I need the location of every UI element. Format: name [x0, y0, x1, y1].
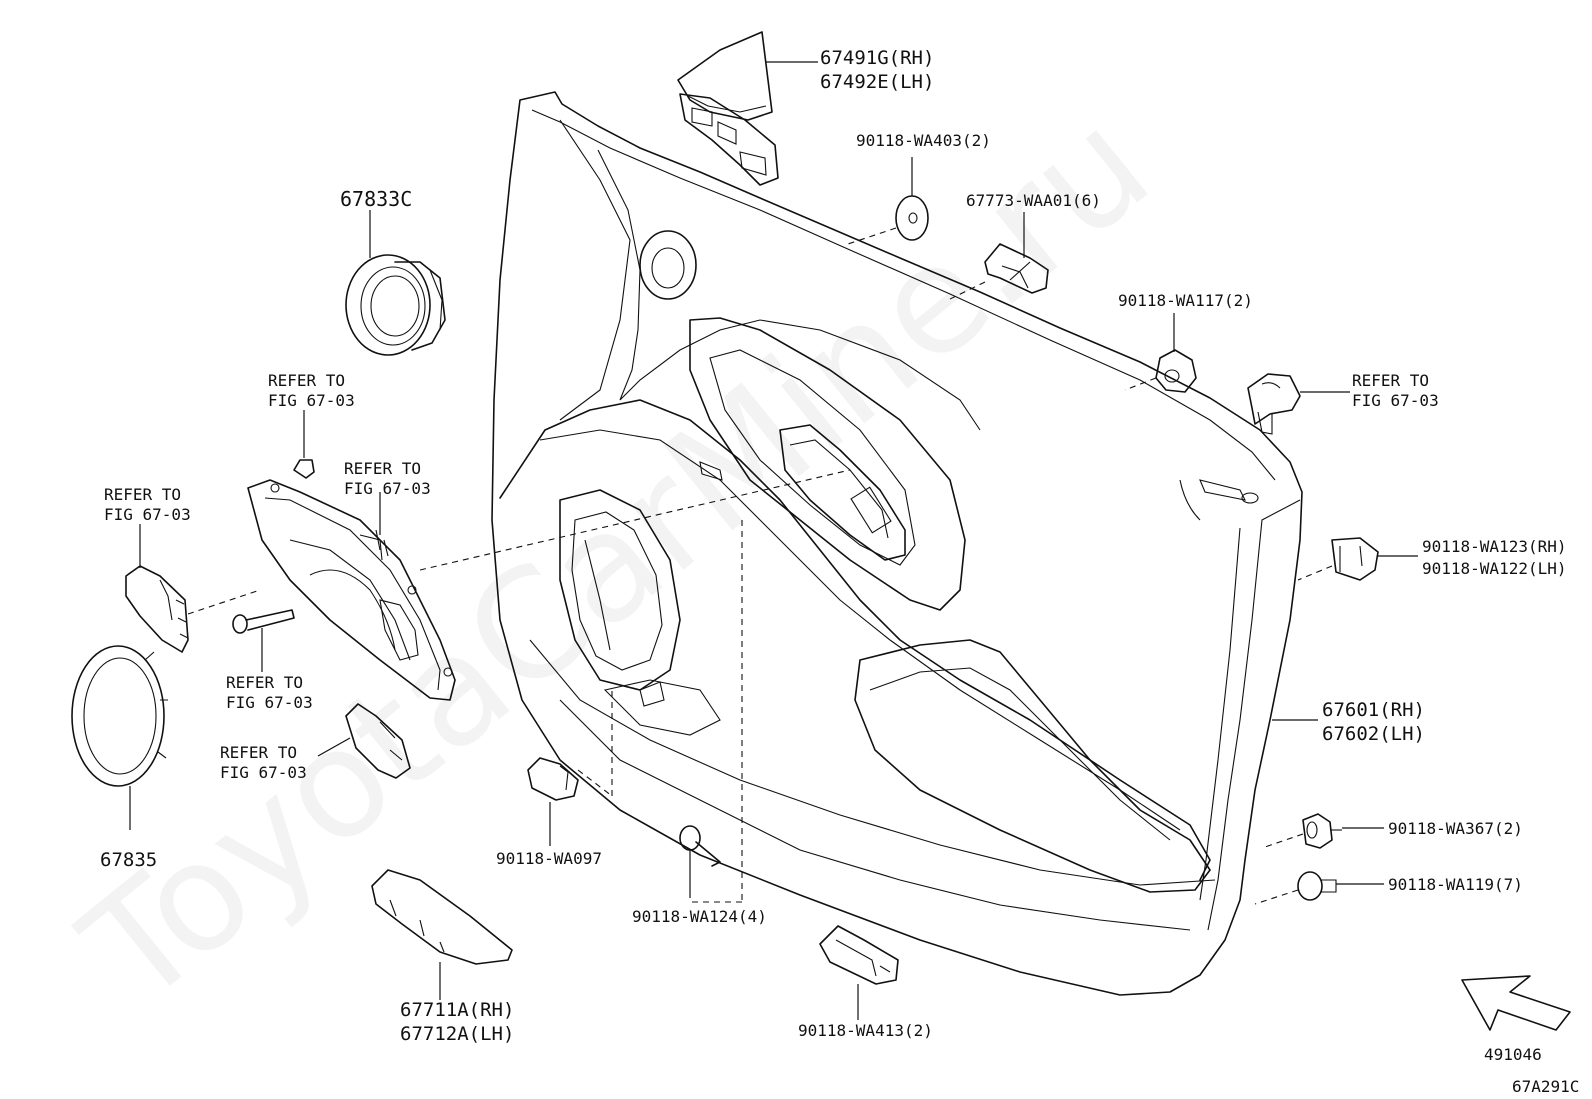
label-refer-far-left-1: REFER TO — [104, 485, 181, 504]
door-trim-panel — [491, 91, 1303, 996]
figure-code: 67A291C — [1512, 1077, 1579, 1096]
label-67712-lh: 67712A(LH) — [400, 1023, 514, 1045]
part-67491-garnish — [677, 31, 779, 186]
part-67773-clip — [984, 243, 1049, 294]
label-refer-cap-2: FIG 67-03 — [220, 763, 307, 782]
part-90118-wa367-clip — [1302, 813, 1342, 849]
label-90118-wa367: 90118-WA367(2) — [1388, 819, 1523, 838]
part-67835-grille-ring — [71, 645, 168, 787]
label-67491-rh: 67491G(RH) — [820, 47, 934, 69]
part-refer-screw — [232, 609, 295, 634]
part-90118-wa119-clip — [1297, 871, 1337, 901]
label-67833: 67833C — [340, 187, 412, 211]
part-refer-cap — [345, 703, 411, 779]
part-refer-far-left-cover — [125, 565, 189, 653]
label-67602-lh: 67602(LH) — [1322, 723, 1425, 745]
part-switch-base — [247, 479, 456, 701]
part-refer-right-clip — [1247, 373, 1301, 435]
part-refer-top-clip — [293, 459, 315, 479]
label-refer-right-2: FIG 67-03 — [1352, 391, 1439, 410]
label-refer-screw-1: REFER TO — [226, 673, 303, 692]
part-67711-lower-garnish — [371, 869, 513, 965]
part-90118-wa097-bracket — [527, 757, 579, 801]
label-90118-wa119: 90118-WA119(7) — [1388, 875, 1523, 894]
label-refer-cap-1: REFER TO — [220, 743, 297, 762]
label-90118-wa097: 90118-WA097 — [496, 849, 602, 868]
label-90118-wa122-lh: 90118-WA122(LH) — [1422, 559, 1567, 578]
direction-arrow-icon — [1461, 975, 1571, 1031]
part-90118-wa117-clip — [1155, 349, 1197, 393]
label-90118-wa123-rh: 90118-WA123(RH) — [1422, 537, 1567, 556]
label-90118-wa124: 90118-WA124(4) — [632, 907, 767, 926]
label-refer-mid-left-2: FIG 67-03 — [344, 479, 431, 498]
label-refer-top-left-2: FIG 67-03 — [268, 391, 355, 410]
label-90118-wa403: 90118-WA403(2) — [856, 131, 991, 150]
label-67492-lh: 67492E(LH) — [820, 71, 934, 93]
label-67601-rh: 67601(RH) — [1322, 699, 1425, 721]
label-67835: 67835 — [100, 849, 157, 871]
label-67773: 67773-WAA01(6) — [966, 191, 1101, 210]
label-90118-wa117: 90118-WA117(2) — [1118, 291, 1253, 310]
illustration-number: 491046 — [1484, 1045, 1542, 1064]
part-67833-tweeter — [345, 254, 446, 356]
label-67711-rh: 67711A(RH) — [400, 999, 514, 1021]
part-90118-wa123-clip — [1331, 537, 1379, 581]
label-refer-far-left-2: FIG 67-03 — [104, 505, 191, 524]
label-90118-wa413: 90118-WA413(2) — [798, 1021, 933, 1040]
watermark: ToyotaCarMine.ru — [52, 78, 1181, 1039]
part-90118-wa413-bracket — [819, 925, 899, 985]
label-refer-mid-left-1: REFER TO — [344, 459, 421, 478]
label-refer-screw-2: FIG 67-03 — [226, 693, 313, 712]
label-refer-top-left-1: REFER TO — [268, 371, 345, 390]
label-refer-right-1: REFER TO — [1352, 371, 1429, 390]
